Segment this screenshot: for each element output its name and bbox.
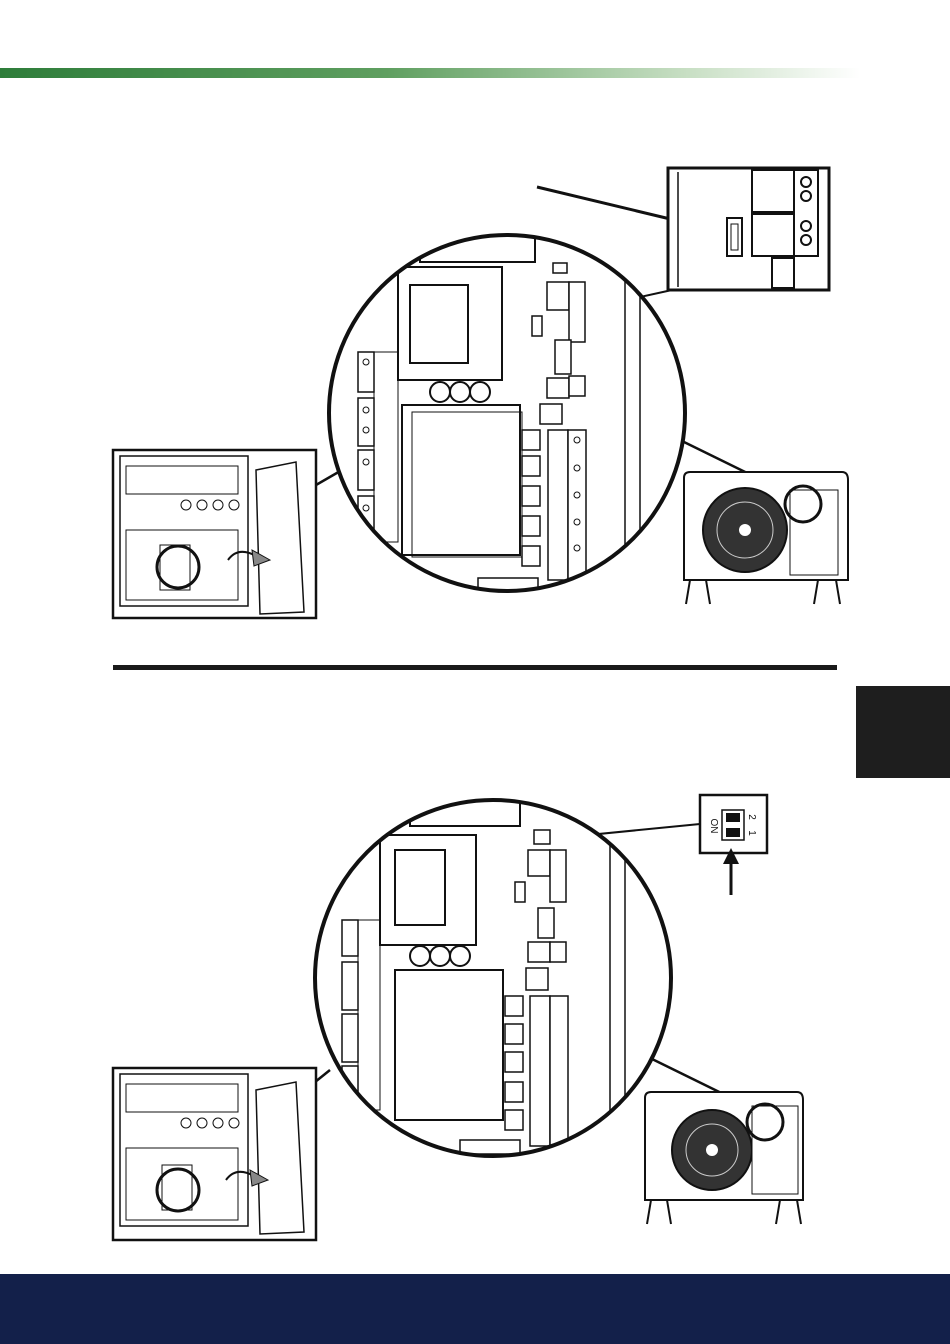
up-arrow-icon: [723, 848, 739, 895]
dip-switch-detail: ON 2 1: [700, 795, 767, 853]
footer-bar: [0, 1274, 950, 1344]
dip-switch-1-label: 1: [746, 830, 757, 836]
dip-on-label: ON: [708, 819, 719, 834]
figure-2-dip-switch: ON 2 1: [0, 0, 950, 1260]
dip-switch-2-label: 2: [746, 814, 757, 820]
indoor-unit-inset-2: [113, 1068, 316, 1240]
outdoor-unit-2: [645, 1092, 803, 1224]
